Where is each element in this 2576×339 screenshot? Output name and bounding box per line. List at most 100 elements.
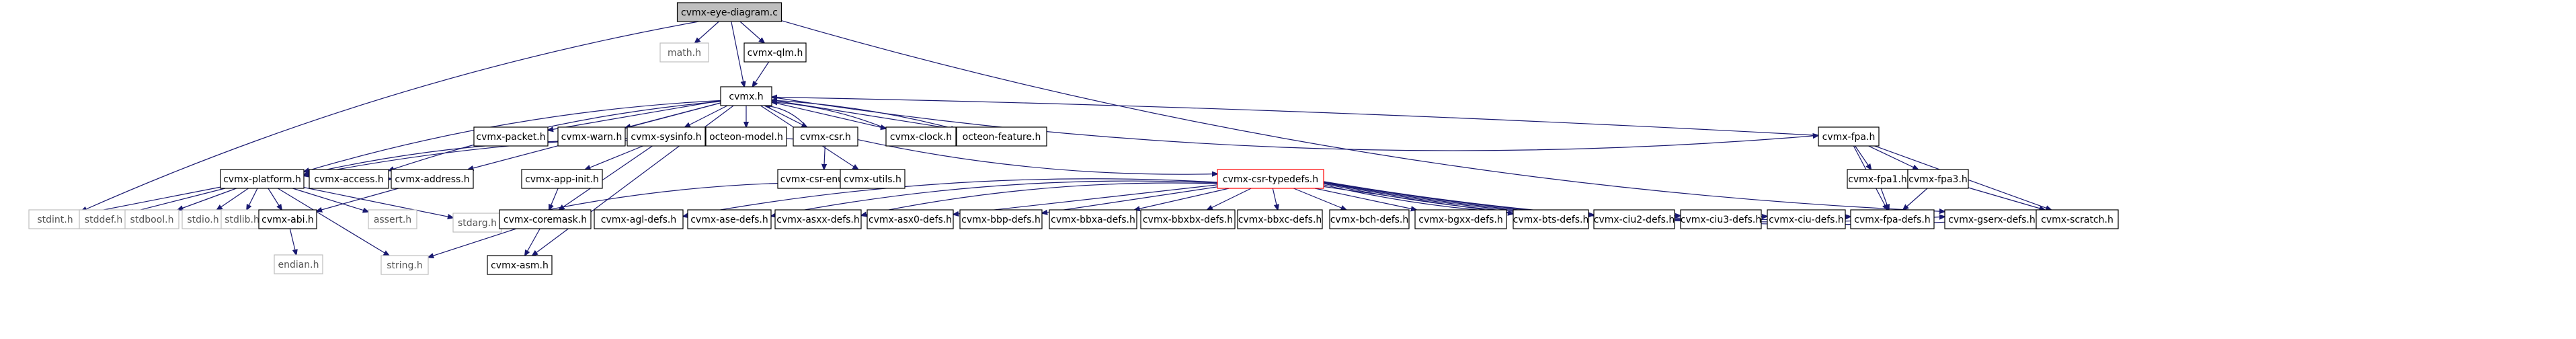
node-utils[interactable]: cvmx-utils.h (840, 169, 905, 189)
node-bbp[interactable]: cvmx-bbp-defs.h (959, 209, 1043, 229)
node-layer: cvmx-eye-diagram.c math.h cvmx-qlm.h cvmx.h… (28, 2, 2119, 275)
edge-typedefs-to-bbxc (1272, 188, 1277, 210)
node-box (124, 209, 179, 229)
node-label: cvmx-bbxc-defs.h (1238, 215, 1322, 225)
node-coremask[interactable]: cvmx-coremask.h (499, 209, 592, 229)
edge-eye-to-gserx (781, 20, 1945, 212)
node-box (274, 254, 323, 274)
node-box (391, 169, 474, 189)
edge-appinit-to-coremask (549, 188, 559, 210)
node-label: cvmx-fpa.h (1822, 132, 1876, 143)
node-asm[interactable]: cvmx-asm.h (487, 255, 553, 275)
node-fpa3[interactable]: cvmx-fpa3.h (1907, 169, 1969, 189)
node-qlm[interactable]: cvmx-qlm.h (743, 42, 807, 63)
edge-cvmx-to-platform (304, 100, 721, 172)
node-label: cvmx-abi.h (261, 215, 314, 225)
edge-csr-to-enums (824, 145, 826, 170)
node-box (956, 126, 1047, 147)
node-label: cvmx-asxx-defs.h (776, 215, 860, 225)
node-packet[interactable]: cvmx-packet.h (473, 126, 549, 147)
edge-eye-to-cvmx (731, 21, 744, 87)
node-label: cvmx-bch-defs.h (1330, 215, 1409, 225)
edge-platform-to-stdarg (303, 187, 453, 218)
node-cvmx[interactable]: cvmx.h (720, 86, 772, 106)
node-label: cvmx-coremask.h (504, 215, 587, 225)
edge-abi-to-endian (289, 228, 296, 255)
node-eye[interactable]: cvmx-eye-diagram.c (676, 2, 782, 22)
node-warn[interactable]: cvmx-warn.h (557, 126, 626, 147)
node-label: cvmx.h (729, 91, 763, 102)
node-label: cvmx-bts-defs.h (1513, 215, 1589, 225)
node-box (1818, 126, 1880, 147)
node-bgxx[interactable]: cvmx-bgxx-defs.h (1414, 209, 1507, 229)
node-label: octeon-model.h (709, 132, 783, 143)
node-box (867, 209, 954, 229)
node-box (499, 209, 592, 229)
node-clock[interactable]: cvmx-clock.h (885, 126, 957, 147)
edge-platform-to-string (277, 188, 389, 256)
edge-cvmx-to-sysinfo (685, 105, 728, 127)
node-asxx[interactable]: cvmx-asxx-defs.h (774, 209, 862, 229)
node-label: cvmx-ciu2-defs.h (1594, 215, 1675, 225)
node-label: stdarg.h (458, 218, 497, 229)
edge-fpa1-to-fpadefs (1880, 188, 1889, 210)
node-label: cvmx-access.h (314, 174, 383, 185)
node-fpa[interactable]: cvmx-fpa.h (1818, 126, 1880, 147)
edge-eye-to-qlm (739, 21, 764, 43)
node-bbxa[interactable]: cvmx-bbxa-defs.h (1049, 209, 1137, 229)
node-bbxbx[interactable]: cvmx-bbxbx-defs.h (1140, 209, 1236, 229)
edge-cvmx-to-feature (771, 100, 957, 129)
node-ciu2[interactable]: cvmx-ciu2-defs.h (1593, 209, 1675, 229)
node-typedefs[interactable]: cvmx-csr-typedefs.h (1217, 169, 1324, 189)
node-box (774, 209, 862, 229)
node-fpadefs[interactable]: cvmx-fpa-defs.h (1850, 209, 1935, 229)
node-label: stddef.h (85, 215, 122, 225)
node-bts[interactable]: cvmx-bts-defs.h (1513, 209, 1589, 229)
node-ase[interactable]: cvmx-ase-defs.h (687, 209, 772, 229)
node-label: cvmx-ciu-defs.h (1769, 215, 1844, 225)
edge-typedefs-to-bch (1293, 188, 1346, 210)
node-sysinfo[interactable]: cvmx-sysinfo.h (627, 126, 706, 147)
node-label: stdint.h (37, 215, 73, 225)
node-label: cvmx-app-init.h (525, 174, 599, 185)
node-feature[interactable]: octeon-feature.h (956, 126, 1047, 147)
edge-cvmx-to-clock (771, 102, 886, 128)
node-address[interactable]: cvmx-address.h (391, 169, 474, 189)
node-stdlib: stdlib.h (220, 209, 264, 229)
node-box (1414, 209, 1507, 229)
edge-cvmx-to-packet (548, 100, 721, 130)
node-box (1513, 209, 1589, 229)
node-csr[interactable]: cvmx-csr.h (793, 126, 858, 147)
node-string: string.h (380, 255, 429, 275)
node-label: endian.h (278, 260, 319, 270)
node-access[interactable]: cvmx-access.h (309, 169, 389, 189)
node-abi[interactable]: cvmx-abi.h (258, 209, 317, 229)
edge-cvmx-to-asm (532, 105, 734, 256)
edge-csr-to-cvmx (765, 106, 807, 128)
edge-eye-to-stdint (81, 21, 699, 211)
node-box (220, 209, 264, 229)
node-appinit[interactable]: cvmx-app-init.h (521, 169, 603, 189)
edge-address-to-abi (317, 188, 399, 211)
node-bch[interactable]: cvmx-bch-defs.h (1329, 209, 1410, 229)
node-agl[interactable]: cvmx-agl-defs.h (594, 209, 684, 229)
node-ciu3[interactable]: cvmx-ciu3-defs.h (1680, 209, 1762, 229)
node-gserx[interactable]: cvmx-gserx-defs.h (1944, 209, 2040, 229)
node-label: cvmx-packet.h (476, 132, 545, 143)
node-fpa1[interactable]: cvmx-fpa1.h (1847, 169, 1908, 189)
node-box (720, 86, 772, 106)
node-label: cvmx-qlm.h (748, 48, 803, 59)
node-math: math.h (659, 42, 709, 63)
edge-qlm-to-cvmx (752, 61, 770, 87)
node-platform[interactable]: cvmx-platform.h (220, 169, 305, 189)
node-asx0[interactable]: cvmx-asx0-defs.h (867, 209, 954, 229)
node-ciu[interactable]: cvmx-ciu-defs.h (1767, 209, 1846, 229)
node-model[interactable]: octeon-model.h (705, 126, 787, 147)
edge-platform-to-stdio (217, 188, 249, 210)
node-box (659, 42, 709, 63)
edge-cvmx-to-access (389, 101, 721, 171)
edge-typedefs-to-bbxa (1135, 188, 1230, 210)
node-bbxc[interactable]: cvmx-bbxc-defs.h (1237, 209, 1323, 229)
edge-typedefs-to-bbp (1042, 186, 1218, 213)
node-scratch[interactable]: cvmx-scratch.h (2036, 209, 2119, 229)
